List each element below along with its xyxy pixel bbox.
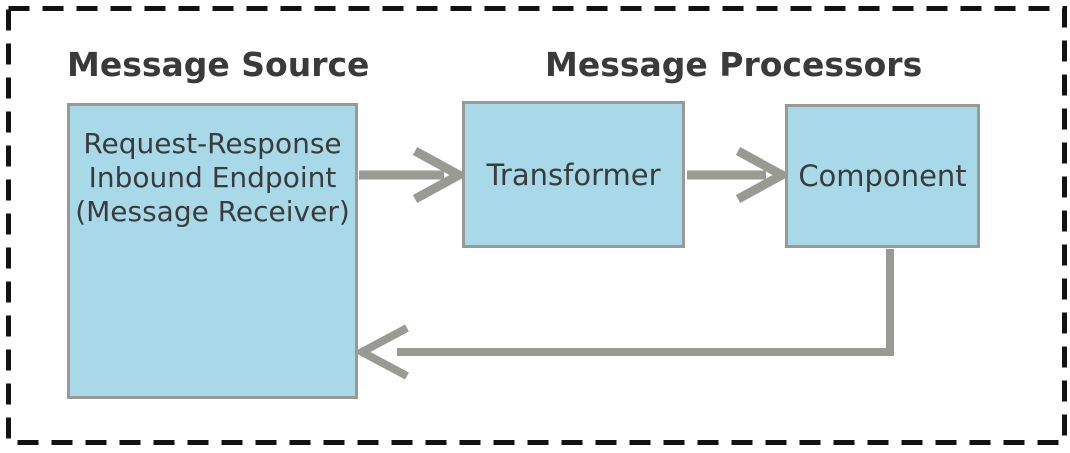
inbound-endpoint-label-line-1: Request-Response xyxy=(83,127,342,160)
inbound-endpoint-label: Request-Response Inbound Endpoint (Messa… xyxy=(75,127,350,229)
component-label: Component xyxy=(798,159,967,193)
dashed-frame xyxy=(6,6,1067,445)
arrow-receiver-to-transformer xyxy=(359,147,469,203)
arrowhead-right-icon xyxy=(735,147,792,203)
inbound-endpoint-label-line-3: (Message Receiver) xyxy=(75,195,350,228)
arrowhead-left-icon xyxy=(353,324,409,380)
arrowhead-right-icon xyxy=(412,147,469,203)
return-arrow-shaft xyxy=(397,249,894,356)
arrow-component-return-to-receiver xyxy=(353,249,894,380)
inbound-endpoint-label-line-2: Inbound Endpoint xyxy=(88,161,337,194)
heading-message-processors: Message Processors xyxy=(545,45,923,84)
transformer-label: Transformer xyxy=(486,157,661,192)
box-component: Component xyxy=(785,104,980,248)
arrow-transformer-to-component xyxy=(687,147,792,203)
heading-message-source: Message Source xyxy=(67,45,370,84)
box-inbound-endpoint: Request-Response Inbound Endpoint (Messa… xyxy=(67,103,358,399)
box-transformer: Transformer xyxy=(462,101,685,248)
